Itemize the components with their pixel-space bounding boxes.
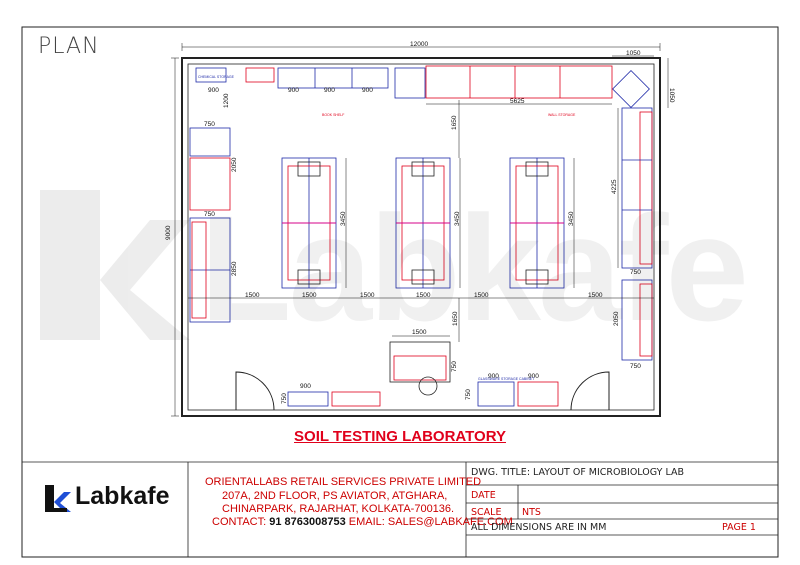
dim-right-vertical: 1050 (668, 88, 675, 103)
watermark-logo-icon (40, 190, 190, 340)
dimension-texts: 12000 1050 1050 900 900 900 900 5625 900… (165, 41, 675, 404)
dim-bottom-1500-f: 1500 (588, 292, 603, 299)
date-label: DATE (471, 490, 496, 501)
dim-left-height: 9000 (165, 225, 172, 240)
note-book-shelf: BOOK SHELF (322, 113, 344, 117)
dim-top-900-d: 900 (362, 87, 373, 94)
right-wall-benches (621, 107, 653, 361)
address-line-1: 207A, 2ND FLOOR, PS AVIATOR, ATGHARA, (222, 490, 448, 502)
dim-right-offset: 1050 (626, 50, 641, 57)
contact-email: EMAIL: SALES@LABKAFE.COM (348, 516, 513, 528)
scale-label: SCALE (471, 507, 502, 518)
room-walls (181, 57, 661, 417)
page-number: PAGE 1 (722, 522, 756, 533)
dim-bottom-left-900: 900 (300, 383, 311, 390)
dim-bottom-1500-a: 1500 (245, 292, 260, 299)
dim-island-b: 3450 (454, 211, 461, 226)
plan-label: PLAN (38, 34, 100, 59)
dim-island-c: 3450 (568, 211, 575, 226)
dim-center-gap: 1650 (451, 115, 458, 130)
dim-left-2850: 2850 (231, 261, 238, 276)
dim-bottom-1500-b: 1500 (302, 292, 317, 299)
island-bench-1 (281, 157, 337, 289)
labkafe-logo-icon (45, 485, 71, 512)
dim-overall-width: 12000 (410, 41, 428, 48)
dwg-title: DWG. TITLE: LAYOUT OF MICROBIOLOGY LAB (471, 467, 684, 478)
logo-text: Labkafe (75, 482, 170, 510)
dim-bottom-1500-e: 1500 (474, 292, 489, 299)
lab-title: SOIL TESTING LABORATORY (0, 428, 800, 445)
furniture-notes: CHEMICAL STORAGE WALL STORAGE BOOK SHELF… (198, 75, 576, 381)
dim-below-islands: 1650 (452, 311, 459, 326)
contact-line: CONTACT: 91 8763008753 EMAIL: SALES@LABK… (212, 516, 513, 528)
left-wall-benches (189, 127, 231, 323)
dim-island-a: 3450 (340, 211, 347, 226)
bottom-wall-benches (287, 381, 559, 407)
dim-bottom-left-750: 750 (281, 393, 288, 404)
dim-right-2050: 2050 (613, 311, 620, 326)
note-glassware-cabinet: GLASSWARE STORAGE CABINET (478, 377, 535, 381)
instructor-desk (389, 341, 451, 396)
sheet-border (21, 26, 779, 558)
dim-left-750-b: 750 (204, 211, 215, 218)
dim-bottom-mid-900-b: 900 (528, 373, 539, 380)
dim-right-4225: 4225 (611, 179, 618, 194)
door-right (570, 371, 610, 411)
scale-value: NTS (522, 507, 541, 518)
dim-bottom-mid-900-a: 900 (488, 373, 499, 380)
dim-bottom-1500-d: 1500 (416, 292, 431, 299)
dim-top-run: 5625 (510, 98, 525, 105)
lab-title-text: SOIL TESTING LABORATORY (294, 428, 506, 445)
address-line-2: CHINARPARK, RAJARHAT, KOLKATA-700136. (222, 503, 455, 515)
island-bench-3 (509, 157, 565, 289)
dimension-lines (171, 43, 669, 417)
top-wall-benches (195, 65, 650, 108)
dim-bottom-mid-750: 750 (465, 389, 472, 400)
chair-icon (418, 376, 438, 396)
contact-phone: 91 8763008753 (269, 516, 346, 528)
dim-right-750-a: 750 (630, 269, 641, 276)
contact-prefix: CONTACT: (212, 516, 267, 528)
island-bench-2 (395, 157, 451, 289)
dim-top-900-b: 900 (288, 87, 299, 94)
dim-left-top-gap: 1200 (223, 93, 230, 108)
dimensions-note: ALL DIMENSIONS ARE IN MM (471, 522, 607, 533)
dim-bottom-1500-c: 1500 (360, 292, 375, 299)
door-left (235, 371, 275, 411)
dim-desk-750: 750 (451, 361, 458, 372)
dim-right-750-b: 750 (630, 363, 641, 370)
note-wall-storage: WALL STORAGE (548, 113, 576, 117)
dim-top-900-a: 900 (208, 87, 219, 94)
title-block-lines (22, 461, 778, 557)
dim-left-2050: 2050 (231, 157, 238, 172)
dim-top-900-c: 900 (324, 87, 335, 94)
note-chemical-storage: CHEMICAL STORAGE (198, 75, 235, 79)
dim-left-750-a: 750 (204, 121, 215, 128)
dim-desk-width: 1500 (412, 329, 427, 336)
company-name: ORIENTALLABS RETAIL SERVICES PRIVATE LIM… (205, 476, 482, 488)
